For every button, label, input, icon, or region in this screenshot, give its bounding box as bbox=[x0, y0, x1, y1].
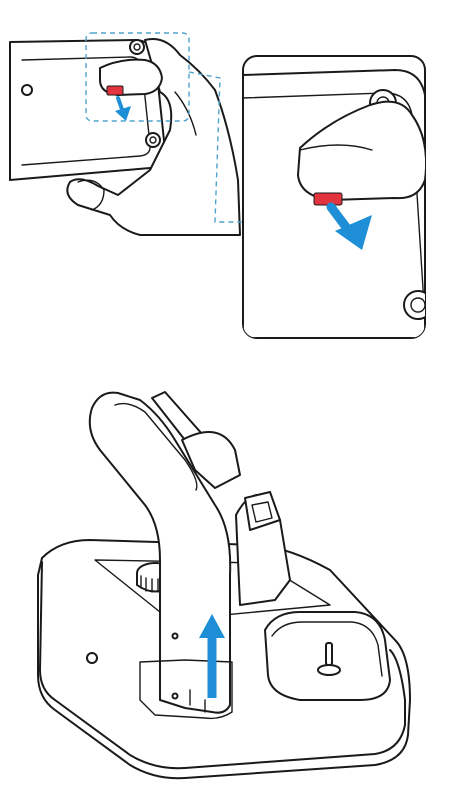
screw-hole-icon bbox=[403, 290, 425, 320]
stand-slot bbox=[139, 659, 233, 720]
phone-holder-arm bbox=[151, 391, 291, 606]
charging-pin-icon bbox=[317, 642, 341, 676]
port-icon bbox=[21, 84, 33, 96]
stand-column bbox=[88, 391, 232, 714]
port-icon bbox=[86, 652, 98, 664]
screw-hole-icon bbox=[145, 132, 161, 148]
release-tab-icon bbox=[106, 85, 124, 96]
screw-hole-icon bbox=[129, 39, 145, 55]
slide-up-arrow-icon bbox=[199, 614, 225, 698]
step-1-release-pad bbox=[9, 32, 426, 339]
callout-source-box bbox=[85, 32, 190, 122]
release-tab-zoom-icon bbox=[313, 192, 343, 206]
small-press-arrow-icon bbox=[115, 96, 131, 121]
watch-charger-puck bbox=[264, 611, 391, 701]
press-release-tab-arrow-icon bbox=[326, 202, 372, 250]
zoom-detail-panel bbox=[242, 55, 426, 339]
step-2-insert-stand bbox=[37, 391, 411, 780]
callout-connector bbox=[188, 71, 243, 223]
